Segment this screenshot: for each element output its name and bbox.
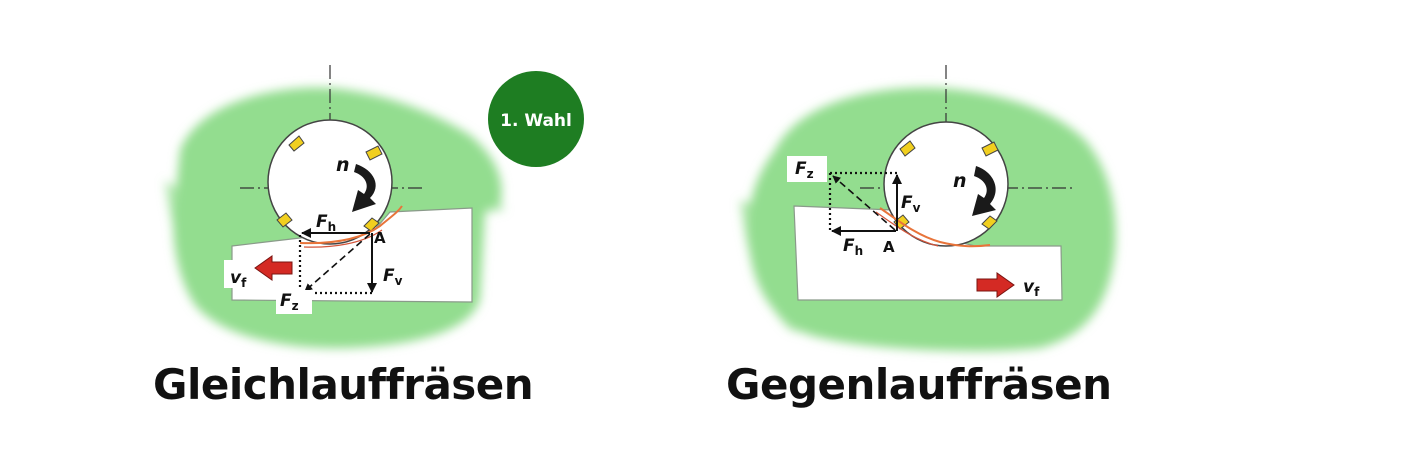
left-label-vf: vf xyxy=(230,268,247,290)
left-label-fv: Fv xyxy=(383,266,403,288)
first-choice-badge: 1. Wahl xyxy=(488,71,584,167)
left-cutter xyxy=(267,119,403,248)
left-label-fz: Fz xyxy=(280,291,299,313)
right-label-fh: Fh xyxy=(843,236,863,258)
right-label-fz: Fz xyxy=(795,159,814,181)
left-fz-box xyxy=(276,290,312,314)
left-chip xyxy=(299,205,403,245)
left-label-fh: Fh xyxy=(316,212,336,234)
right-title: Gegenlauffräsen xyxy=(726,360,1112,409)
left-vf-box xyxy=(224,260,254,288)
left-rotation-arrow xyxy=(352,164,376,212)
right-rotation-arrow xyxy=(972,166,996,216)
left-cutter-inserts xyxy=(276,135,383,232)
right-diagram: Fz Fv n Fh A vf xyxy=(740,65,1116,352)
right-fz-arrow xyxy=(832,175,896,231)
right-feed-arrow xyxy=(976,272,1015,298)
left-fz-arrow xyxy=(304,233,371,292)
badge-circle xyxy=(488,71,584,167)
right-label-fv: Fv xyxy=(901,193,921,215)
left-label-n: n xyxy=(336,154,350,176)
right-label-n: n xyxy=(953,170,967,192)
right-label-vf: vf xyxy=(1023,277,1040,299)
left-feed-arrow xyxy=(254,255,293,281)
left-title: Gleichlauffräsen xyxy=(153,360,534,409)
right-forces xyxy=(828,171,902,236)
right-fz-box xyxy=(787,156,827,182)
badge-text: 1. Wahl xyxy=(500,111,572,131)
left-diagram: n Fh A Fv Fz vf 1. Wahl xyxy=(165,65,584,349)
right-label-a: A xyxy=(883,238,895,256)
left-label-a: A xyxy=(374,229,386,247)
